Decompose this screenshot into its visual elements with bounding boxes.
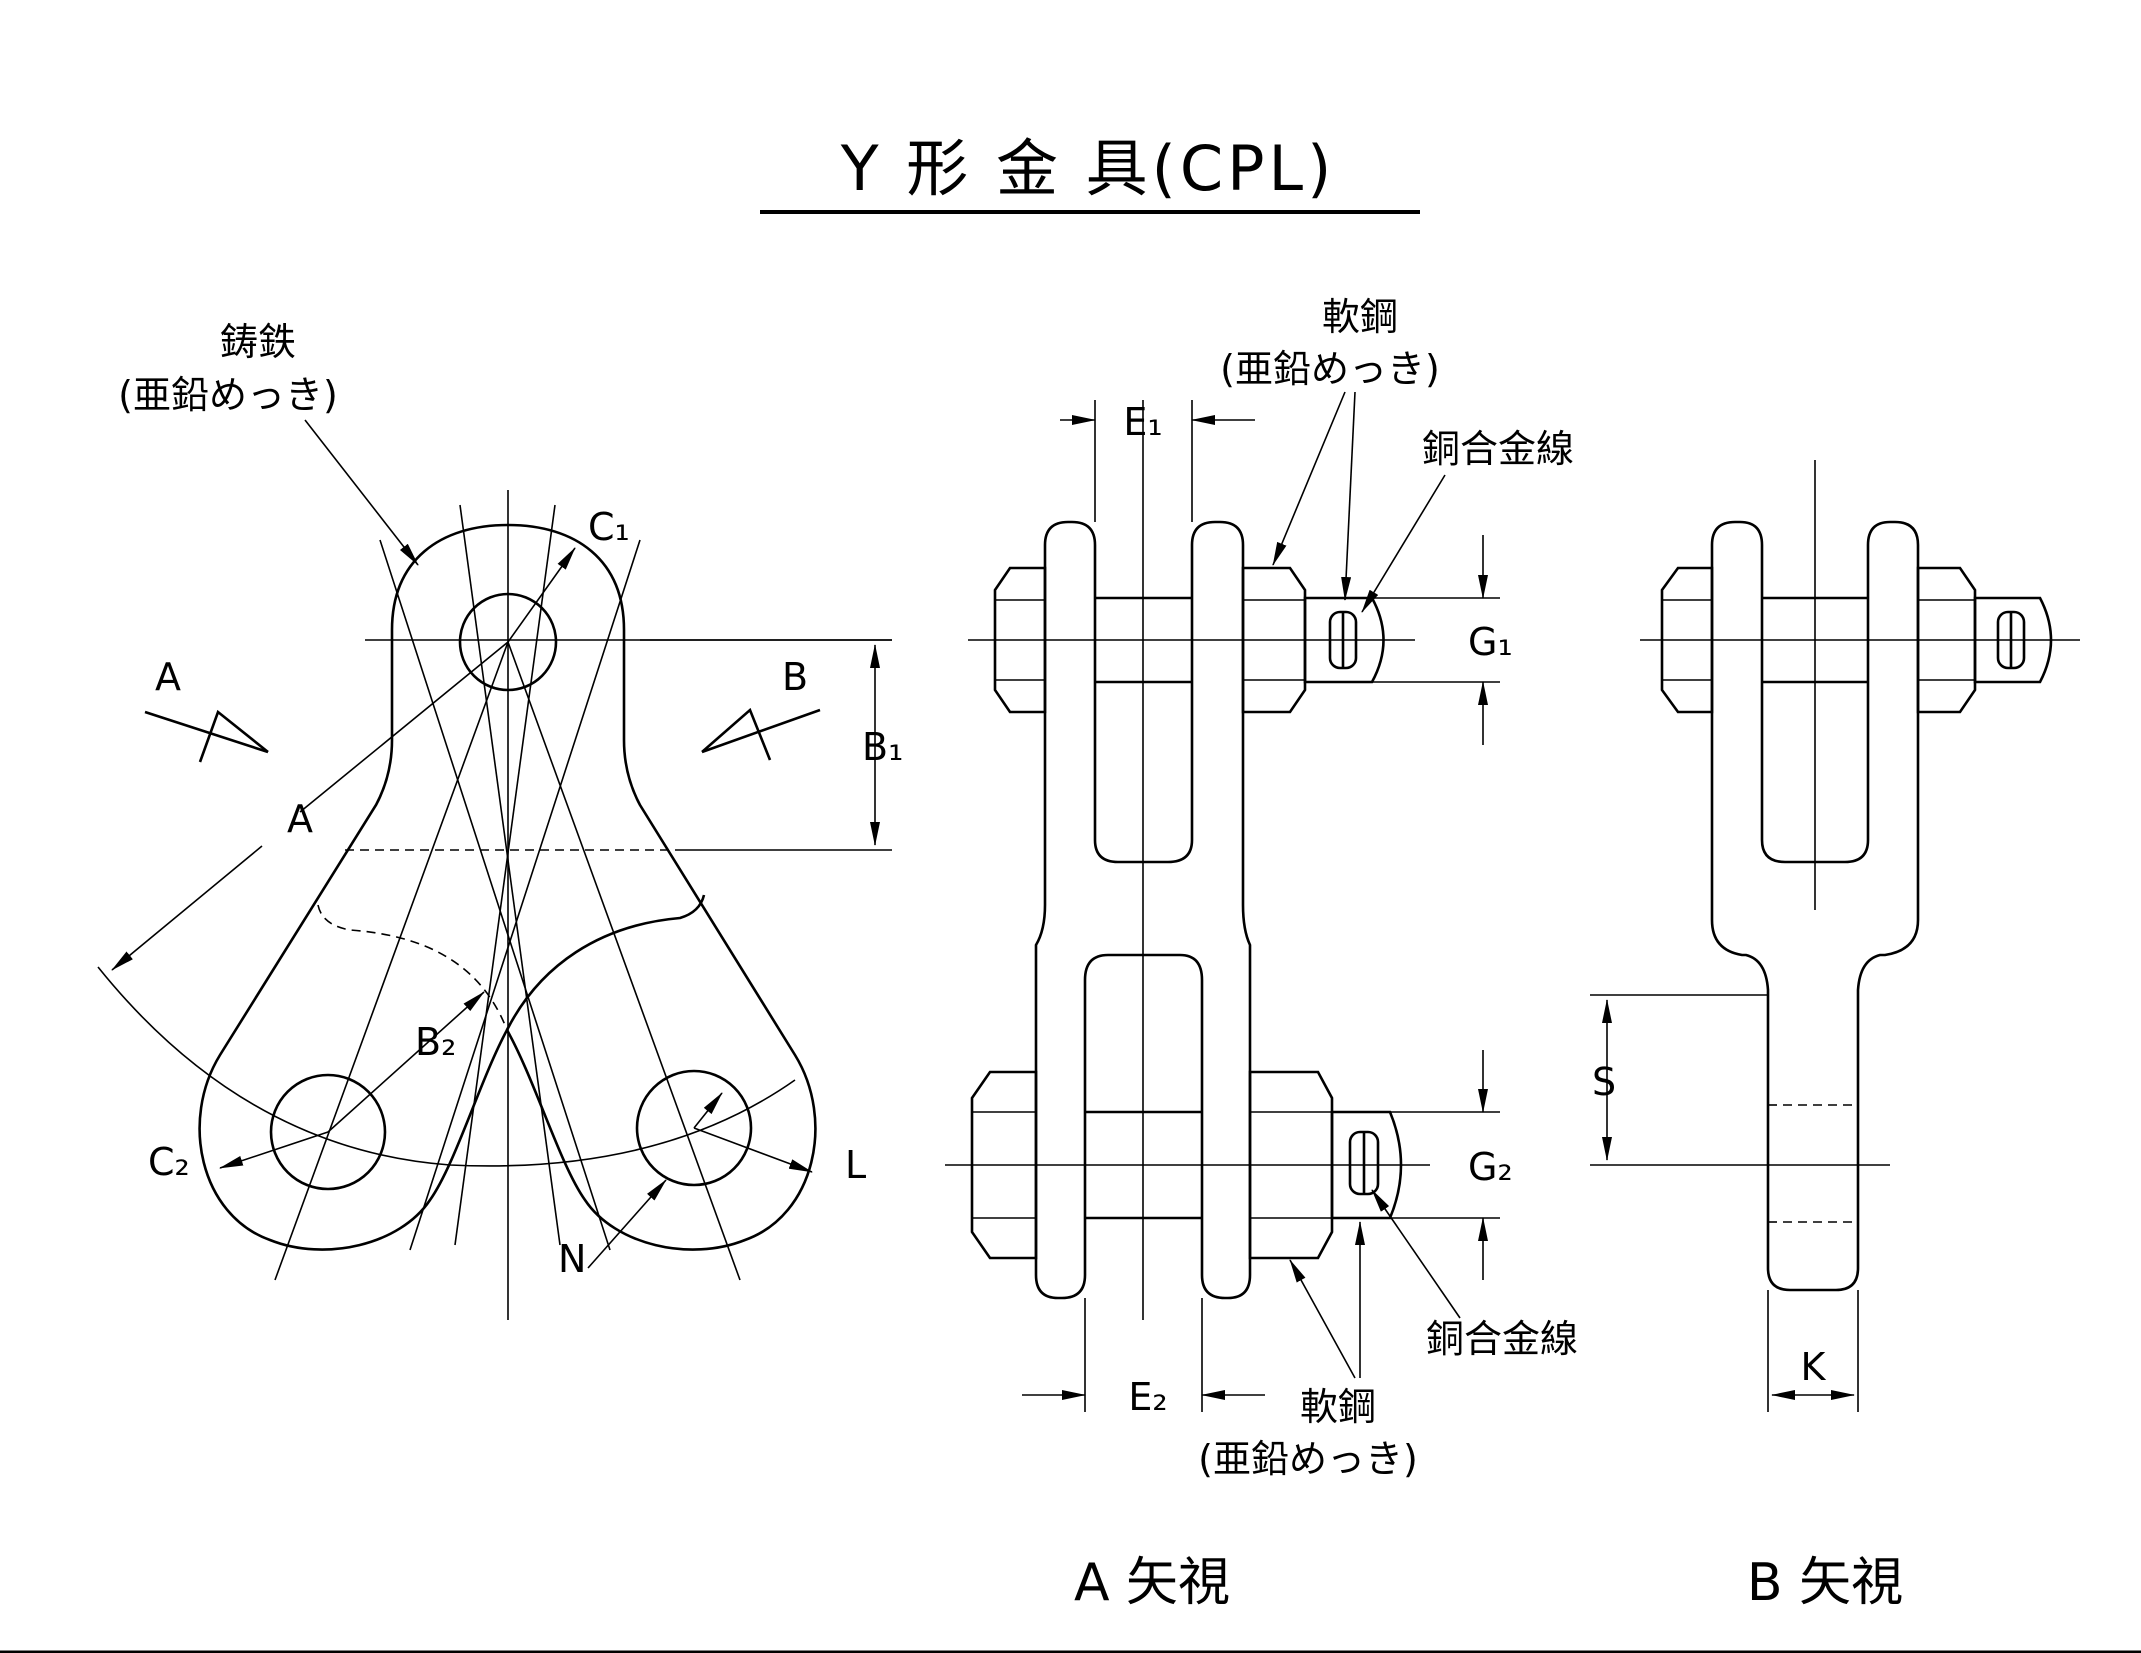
a-view-top-material-note: (亜鉛めっき) (1220, 347, 1440, 391)
b-view-caption: B 矢視 (1747, 1553, 1903, 1613)
dimension-label-g1: G₁ (1468, 620, 1513, 664)
hidden-arc (317, 904, 508, 1031)
right-arm-centerline (507, 641, 741, 1281)
dimension-label-g2: G₂ (1468, 1145, 1513, 1189)
right-hole (635, 1069, 753, 1187)
dimension-a-leader (299, 641, 509, 813)
view-arrow-a: A (144, 655, 269, 763)
left-hole (269, 1073, 387, 1191)
dimension-b2-line (327, 991, 485, 1133)
a-view-top-nut (1241, 566, 1307, 714)
a-view-top-wire-leader (1361, 474, 1446, 613)
dimension-c1-line (507, 547, 576, 643)
material-leader (304, 419, 419, 566)
front-view: A C₁ B₁ B₂ C₂ L N A B (97, 320, 903, 1320)
a-view-bottom-material-leader-1 (1289, 1259, 1356, 1379)
y-arm-rib (505, 894, 706, 1031)
dimension-label-s: S (1592, 1060, 1616, 1104)
a-view-bottom-material: 軟鋼 (1300, 1385, 1376, 1429)
spread-line-left (459, 504, 561, 1246)
dimension-label-e1: E₁ (1123, 400, 1162, 444)
a-view-top-material: 軟鋼 (1322, 295, 1398, 339)
page-title: Y 形 金 具(CPL) (840, 132, 1336, 205)
a-view-top-material-leader-1 (1272, 391, 1346, 566)
dimension-l-line (693, 1127, 813, 1173)
dimension-label-b1: B₁ (862, 725, 903, 769)
dimension-n-line-2 (693, 1092, 723, 1129)
dimension-label-l: L (845, 1143, 866, 1187)
a-view-top-wire: 銅合金線 (1422, 427, 1574, 471)
a-view-bottom-nut (1248, 1070, 1334, 1260)
material-cast-iron-note: (亜鉛めっき) (118, 373, 338, 417)
view-arrow-label-a: A (155, 655, 181, 699)
spread-line-left-outer (379, 539, 611, 1251)
dimension-n-line (587, 1179, 667, 1269)
left-arm-centerline (274, 641, 509, 1281)
a-view-bottom-material-note: (亜鉛めっき) (1198, 1437, 1418, 1481)
b-view-bolt-head (1660, 566, 1714, 714)
dimension-label-k: K (1801, 1345, 1827, 1389)
dimension-label-n: N (558, 1237, 586, 1281)
dimension-label-b2: B₂ (415, 1020, 456, 1064)
view-arrow-label-b: B (782, 655, 808, 699)
dimension-a-leader-2 (111, 845, 263, 971)
dimension-label-c1: C₁ (588, 505, 630, 549)
a-view-top-clevis (1034, 520, 1252, 1300)
b-view: S K B 矢視 (1590, 460, 2080, 1613)
a-view-top-bolt-head (993, 566, 1047, 714)
a-view-bottom-wire-leader (1371, 1189, 1461, 1319)
a-view-caption: A 矢視 (1074, 1553, 1230, 1613)
dimension-label-c2: C₂ (148, 1140, 190, 1184)
spread-line-right (454, 504, 556, 1246)
a-view-bottom-bolt-head (970, 1070, 1038, 1260)
y-body-outline (198, 523, 817, 1251)
view-arrow-b: B (701, 655, 821, 761)
b-view-nut (1916, 566, 1977, 714)
a-view: E₁ G₁ G₂ E₂ 軟鋼 (亜鉛めっき) (945, 295, 1578, 1613)
dimension-label-a: A (287, 797, 313, 841)
dimension-label-e2: E₂ (1128, 1375, 1167, 1419)
a-view-top-material-leader-2 (1341, 391, 1356, 601)
b-view-pin (1973, 596, 2053, 684)
dimension-c2-line (219, 1131, 329, 1169)
spread-line-right-outer (409, 539, 641, 1251)
b-view-clevis (1710, 520, 1920, 1292)
a-view-bottom-wire: 銅合金線 (1426, 1317, 1578, 1361)
material-cast-iron: 鋳鉄 (220, 320, 296, 364)
